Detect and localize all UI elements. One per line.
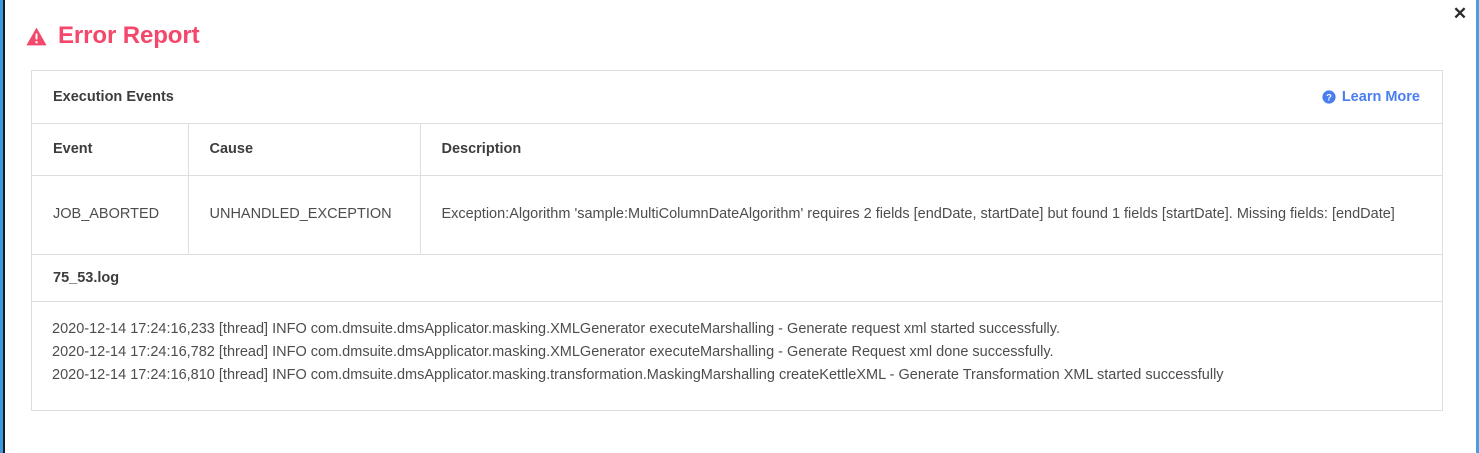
log-filename: 75_53.log [32, 255, 1442, 302]
execution-events-card: Execution Events ? Learn More Event Caus… [31, 70, 1443, 411]
column-header-description: Description [420, 124, 1442, 176]
svg-text:?: ? [1326, 93, 1332, 104]
warning-triangle-icon [26, 27, 47, 46]
question-circle-icon: ? [1322, 90, 1336, 104]
column-header-event: Event [32, 124, 189, 176]
log-output: 2020-12-14 17:24:16,233 [thread] INFO co… [32, 302, 1442, 410]
column-header-cause: Cause [188, 124, 421, 176]
log-line: 2020-12-14 17:24:16,782 [thread] INFO co… [52, 343, 1054, 360]
log-line: 2020-12-14 17:24:16,810 [thread] INFO co… [52, 367, 1224, 384]
card-header: Execution Events ? Learn More [32, 71, 1442, 124]
dialog-left-border [3, 0, 5, 453]
page-title-text: Error Report [58, 22, 200, 49]
dialog-left-accent [0, 0, 3, 453]
dialog-right-accent [1476, 0, 1479, 453]
page-title: Error Report [26, 24, 200, 48]
card-header-title: Execution Events [53, 89, 174, 105]
table-row: JOB_ABORTED UNHANDLED_EXCEPTION Exceptio… [32, 175, 1442, 255]
learn-more-link[interactable]: ? Learn More [1322, 89, 1420, 105]
learn-more-label: Learn More [1341, 89, 1420, 105]
close-button[interactable]: ✕ [1449, 2, 1471, 24]
execution-events-table: Event Cause Description JOB_ABORTED UNHA… [32, 124, 1442, 255]
cell-description: Exception:Algorithm 'sample:MultiColumnD… [420, 175, 1442, 255]
log-line: 2020-12-14 17:24:16,233 [thread] INFO co… [52, 320, 1060, 337]
table-header-row: Event Cause Description [32, 124, 1442, 176]
cell-event: JOB_ABORTED [32, 175, 189, 255]
cell-cause: UNHANDLED_EXCEPTION [188, 175, 421, 255]
